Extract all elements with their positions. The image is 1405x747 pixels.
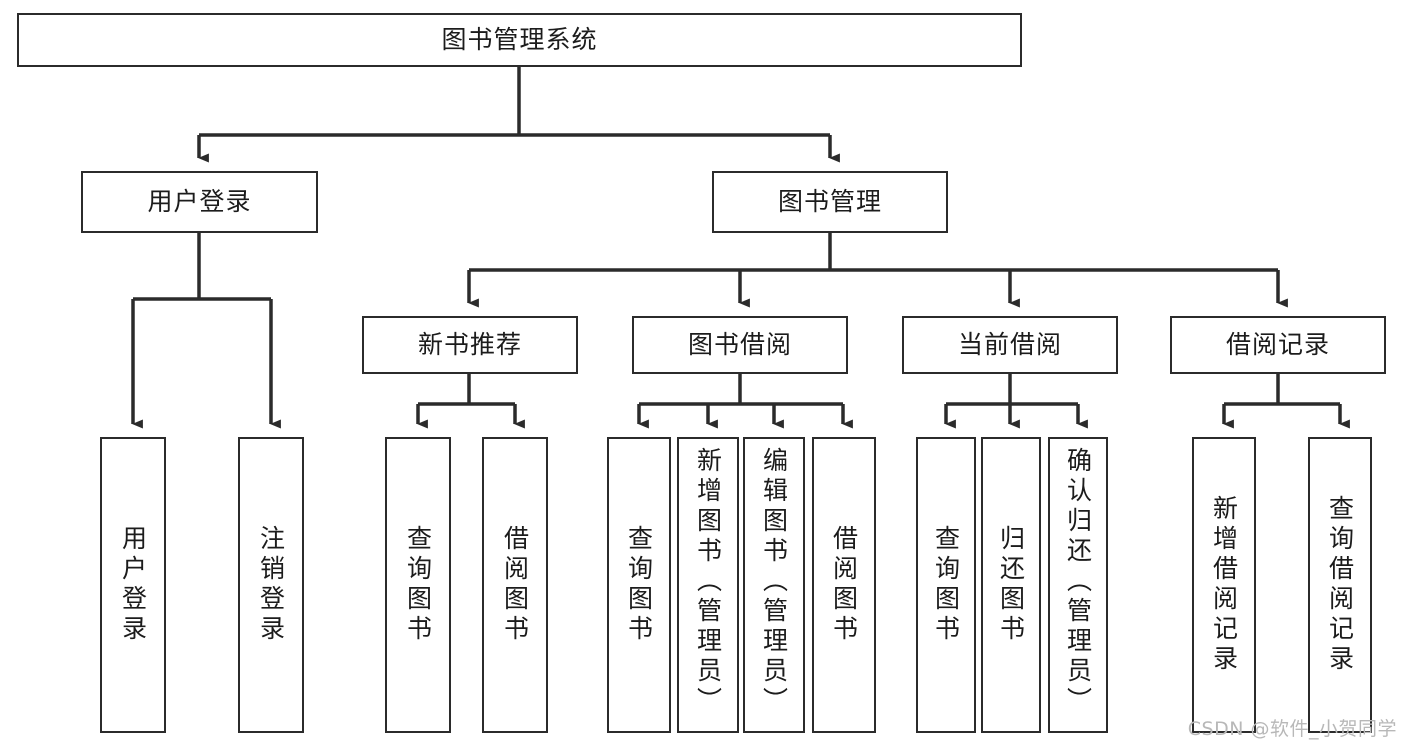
node-root-system[interactable]: 图书管理系统: [17, 13, 1022, 67]
leaf-br-query-record-label: 查询借阅记录: [1325, 495, 1355, 675]
node-book-borrow[interactable]: 图书借阅: [632, 316, 848, 374]
node-borrow-records-label: 借阅记录: [1225, 330, 1330, 360]
leaf-nb-borrow-book[interactable]: 借阅图书: [482, 437, 548, 733]
node-book-management[interactable]: 图书管理: [712, 171, 948, 233]
leaf-br-add-record[interactable]: 新增借阅记录: [1192, 437, 1256, 733]
leaf-bb-query-book[interactable]: 查询图书: [607, 437, 671, 733]
node-new-book-recommend-label: 新书推荐: [417, 330, 522, 360]
leaf-br-query-record[interactable]: 查询借阅记录: [1308, 437, 1372, 733]
leaf-cb-confirm-return-admin[interactable]: 确认归还（管理员）: [1048, 437, 1108, 733]
leaf-cb-query-book-label: 查询图书: [931, 525, 961, 645]
leaf-nb-query-book[interactable]: 查询图书: [385, 437, 451, 733]
node-current-borrow-label: 当前借阅: [957, 330, 1062, 360]
node-user-login-label: 用户登录: [147, 187, 252, 217]
leaf-bb-add-book-admin-label: 新增图书（管理员）: [693, 447, 723, 717]
node-book-management-label: 图书管理: [777, 187, 882, 217]
leaf-bb-add-book-admin[interactable]: 新增图书（管理员）: [677, 437, 739, 733]
leaf-logout-label: 注销登录: [256, 525, 286, 645]
node-new-book-recommend[interactable]: 新书推荐: [362, 316, 578, 374]
node-root-system-label: 图书管理系统: [441, 25, 598, 55]
leaf-logout[interactable]: 注销登录: [238, 437, 304, 733]
node-book-borrow-label: 图书借阅: [687, 330, 792, 360]
node-current-borrow[interactable]: 当前借阅: [902, 316, 1118, 374]
leaf-cb-confirm-return-admin-label: 确认归还（管理员）: [1063, 447, 1093, 717]
leaf-br-add-record-label: 新增借阅记录: [1209, 495, 1239, 675]
node-borrow-records[interactable]: 借阅记录: [1170, 316, 1386, 374]
leaf-user-login[interactable]: 用户登录: [100, 437, 166, 733]
leaf-nb-query-book-label: 查询图书: [403, 525, 433, 645]
csdn-watermark: CSDN @软件_小贺同学: [1187, 718, 1397, 740]
leaf-cb-query-book[interactable]: 查询图书: [916, 437, 976, 733]
leaf-user-login-label: 用户登录: [118, 525, 148, 645]
leaf-bb-borrow-book[interactable]: 借阅图书: [812, 437, 876, 733]
leaf-bb-edit-book-admin[interactable]: 编辑图书（管理员）: [743, 437, 805, 733]
leaf-cb-return-book[interactable]: 归还图书: [981, 437, 1041, 733]
leaf-bb-query-book-label: 查询图书: [624, 525, 654, 645]
leaf-cb-return-book-label: 归还图书: [996, 525, 1026, 645]
leaf-nb-borrow-book-label: 借阅图书: [500, 525, 530, 645]
leaf-bb-borrow-book-label: 借阅图书: [829, 525, 859, 645]
node-user-login[interactable]: 用户登录: [81, 171, 318, 233]
leaf-bb-edit-book-admin-label: 编辑图书（管理员）: [759, 447, 789, 717]
